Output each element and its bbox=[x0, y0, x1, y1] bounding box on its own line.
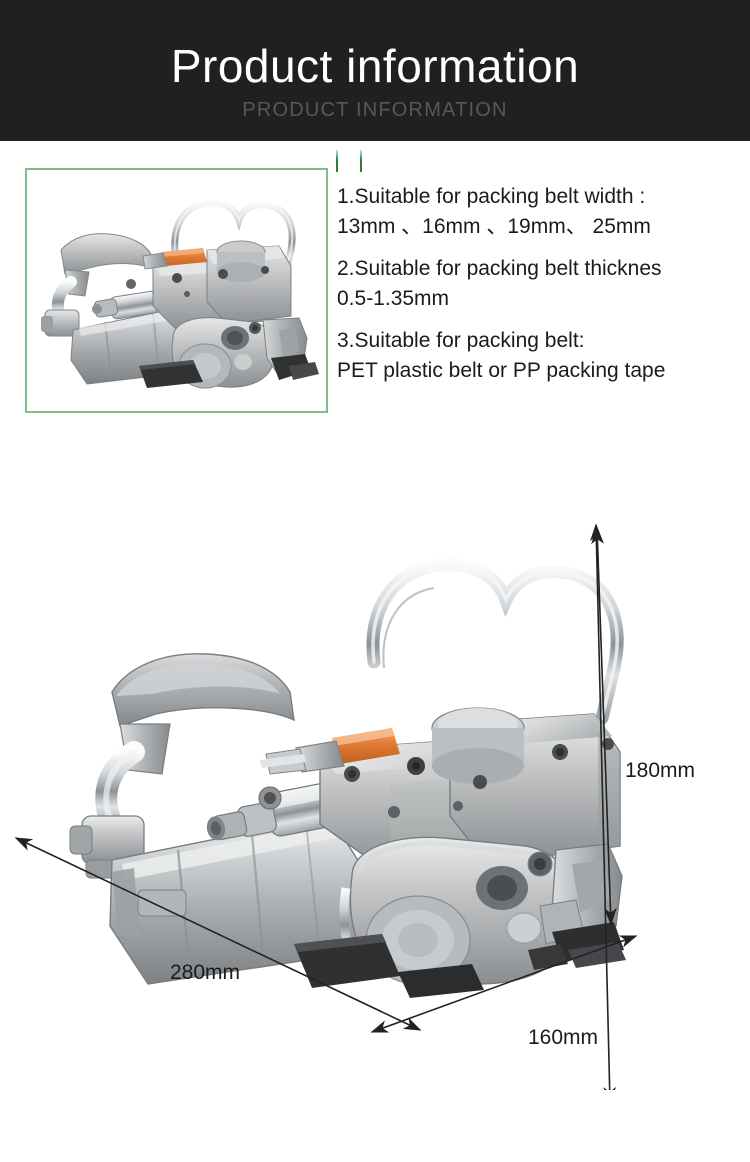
page-title: Product information bbox=[170, 40, 580, 92]
spec-item-belt-width-line2: 13mm 、16mm 、19mm、 25mm bbox=[337, 215, 651, 238]
page-header-banner: Product information PRODUCT INFORMATION bbox=[0, 0, 750, 141]
spec-item-belt-type-line2: PET plastic belt or PP packing tape bbox=[337, 359, 666, 382]
spec-item-belt-type-line1: 3.Suitable for packing belt: bbox=[337, 329, 585, 352]
spec-item-belt-type: 3.Suitable for packing belt: PET plastic… bbox=[337, 326, 750, 386]
accent-tick-mark-2 bbox=[360, 150, 362, 172]
specification-section: 1.Suitable for packing belt width : 13mm… bbox=[0, 141, 750, 441]
dimension-section: 180mm 280mm 160mm bbox=[0, 520, 750, 1090]
product-thumbnail-image bbox=[27, 170, 326, 411]
dimension-label-length: 280mm bbox=[170, 961, 241, 984]
spec-item-belt-thickness-line1: 2.Suitable for packing belt thicknes bbox=[337, 257, 662, 280]
spec-item-belt-width-line1: 1.Suitable for packing belt width : bbox=[337, 185, 646, 208]
dimension-diagram bbox=[0, 520, 750, 1090]
strapping-tool-dimension-illustration bbox=[0, 520, 750, 1090]
product-thumbnail-frame bbox=[25, 168, 328, 413]
dimension-label-height: 180mm bbox=[625, 759, 696, 782]
spec-item-belt-thickness: 2.Suitable for packing belt thicknes 0.5… bbox=[337, 254, 750, 314]
spec-item-belt-width: 1.Suitable for packing belt width : 13mm… bbox=[337, 182, 750, 242]
specification-list: 1.Suitable for packing belt width : 13mm… bbox=[337, 182, 750, 386]
accent-tick-mark-1 bbox=[336, 150, 338, 172]
dimension-label-depth: 160mm bbox=[528, 1026, 599, 1049]
spec-item-belt-thickness-line2: 0.5-1.35mm bbox=[337, 287, 450, 310]
page-subtitle: PRODUCT INFORMATION bbox=[242, 99, 508, 121]
strapping-tool-thumb-illustration bbox=[27, 170, 326, 411]
